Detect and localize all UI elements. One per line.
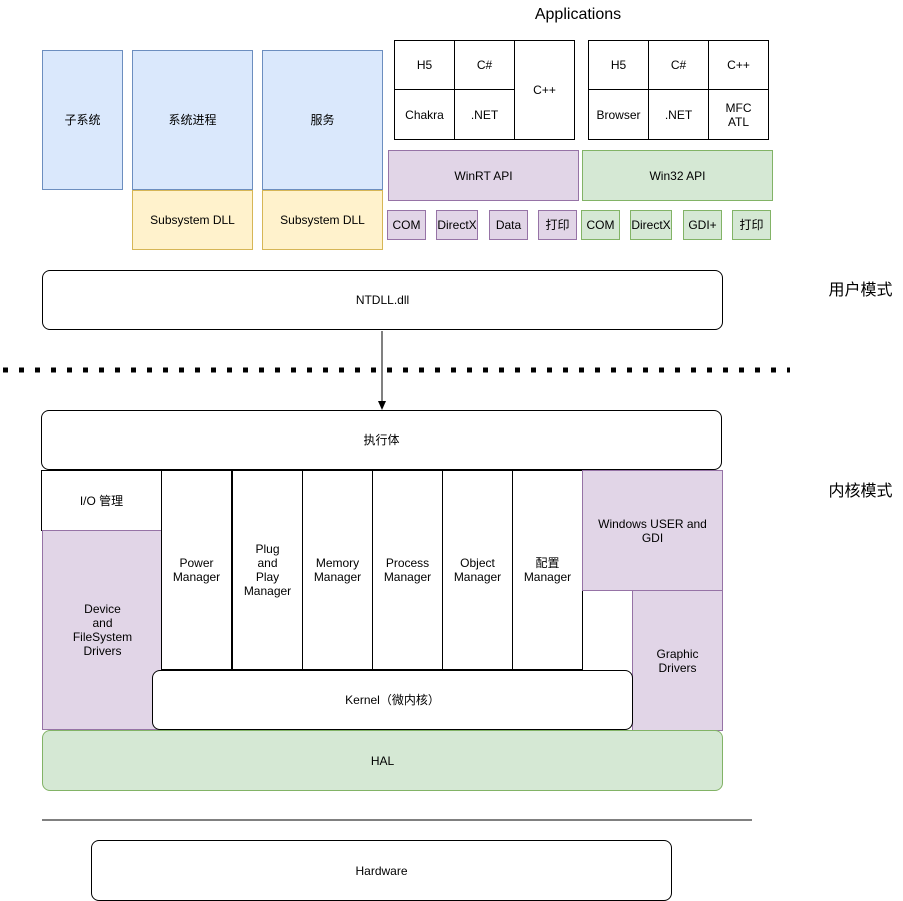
system-process-box: 系统进程 (132, 50, 253, 190)
winrt-api: WinRT API (388, 150, 579, 201)
memory-manager: Memory Manager (302, 470, 373, 670)
winrt-print: 打印 (538, 210, 577, 240)
pnp-manager: Plug and Play Manager (232, 470, 303, 670)
win32-dotnet: .NET (648, 89, 709, 140)
graphic-drivers: Graphic Drivers (632, 590, 723, 731)
winrt-dotnet: .NET (454, 89, 515, 140)
user-mode-label: 用户模式 (828, 282, 893, 299)
process-manager: Process Manager (372, 470, 443, 670)
winrt-directx: DirectX (436, 210, 478, 240)
win32-com: COM (581, 210, 620, 240)
win32-h5: H5 (588, 40, 649, 90)
config-manager: 配置 Manager (512, 470, 583, 670)
power-manager: Power Manager (161, 470, 232, 670)
ntdll-box: NTDLL.dll (42, 270, 723, 330)
winrt-h5: H5 (394, 40, 455, 90)
hardware-box: Hardware (91, 840, 672, 901)
device-filesystem-drivers: Device and FileSystem Drivers (42, 530, 163, 730)
win32-gdiplus: GDI+ (683, 210, 722, 240)
win32-print: 打印 (732, 210, 771, 240)
object-manager: Object Manager (442, 470, 513, 670)
win32-cpp: C++ (708, 40, 769, 90)
subsystem-box: 子系统 (42, 50, 123, 190)
win32-browser: Browser (588, 89, 649, 140)
applications-title: Applications (534, 6, 622, 23)
win32-directx: DirectX (630, 210, 672, 240)
winrt-com: COM (387, 210, 426, 240)
winrt-cpp: C++ (514, 40, 575, 140)
subsystem-dll-box-1: Subsystem DLL (132, 190, 253, 250)
arrow-head (378, 401, 386, 410)
subsystem-dll-box-2: Subsystem DLL (262, 190, 383, 250)
windows-user-gdi: Windows USER and GDI (582, 470, 723, 591)
winrt-chakra: Chakra (394, 89, 455, 140)
win32-api: Win32 API (582, 150, 773, 201)
win32-csharp: C# (648, 40, 709, 90)
hal-box: HAL (42, 730, 723, 791)
io-manager: I/O 管理 (41, 470, 162, 531)
winrt-data: Data (489, 210, 528, 240)
service-box: 服务 (262, 50, 383, 190)
winrt-csharp: C# (454, 40, 515, 90)
executive-box: 执行体 (41, 410, 722, 470)
kernel-mode-label: 内核模式 (828, 483, 893, 500)
kernel-box: Kernel（微内核） (152, 670, 633, 730)
win32-mfc-atl: MFC ATL (708, 89, 769, 140)
